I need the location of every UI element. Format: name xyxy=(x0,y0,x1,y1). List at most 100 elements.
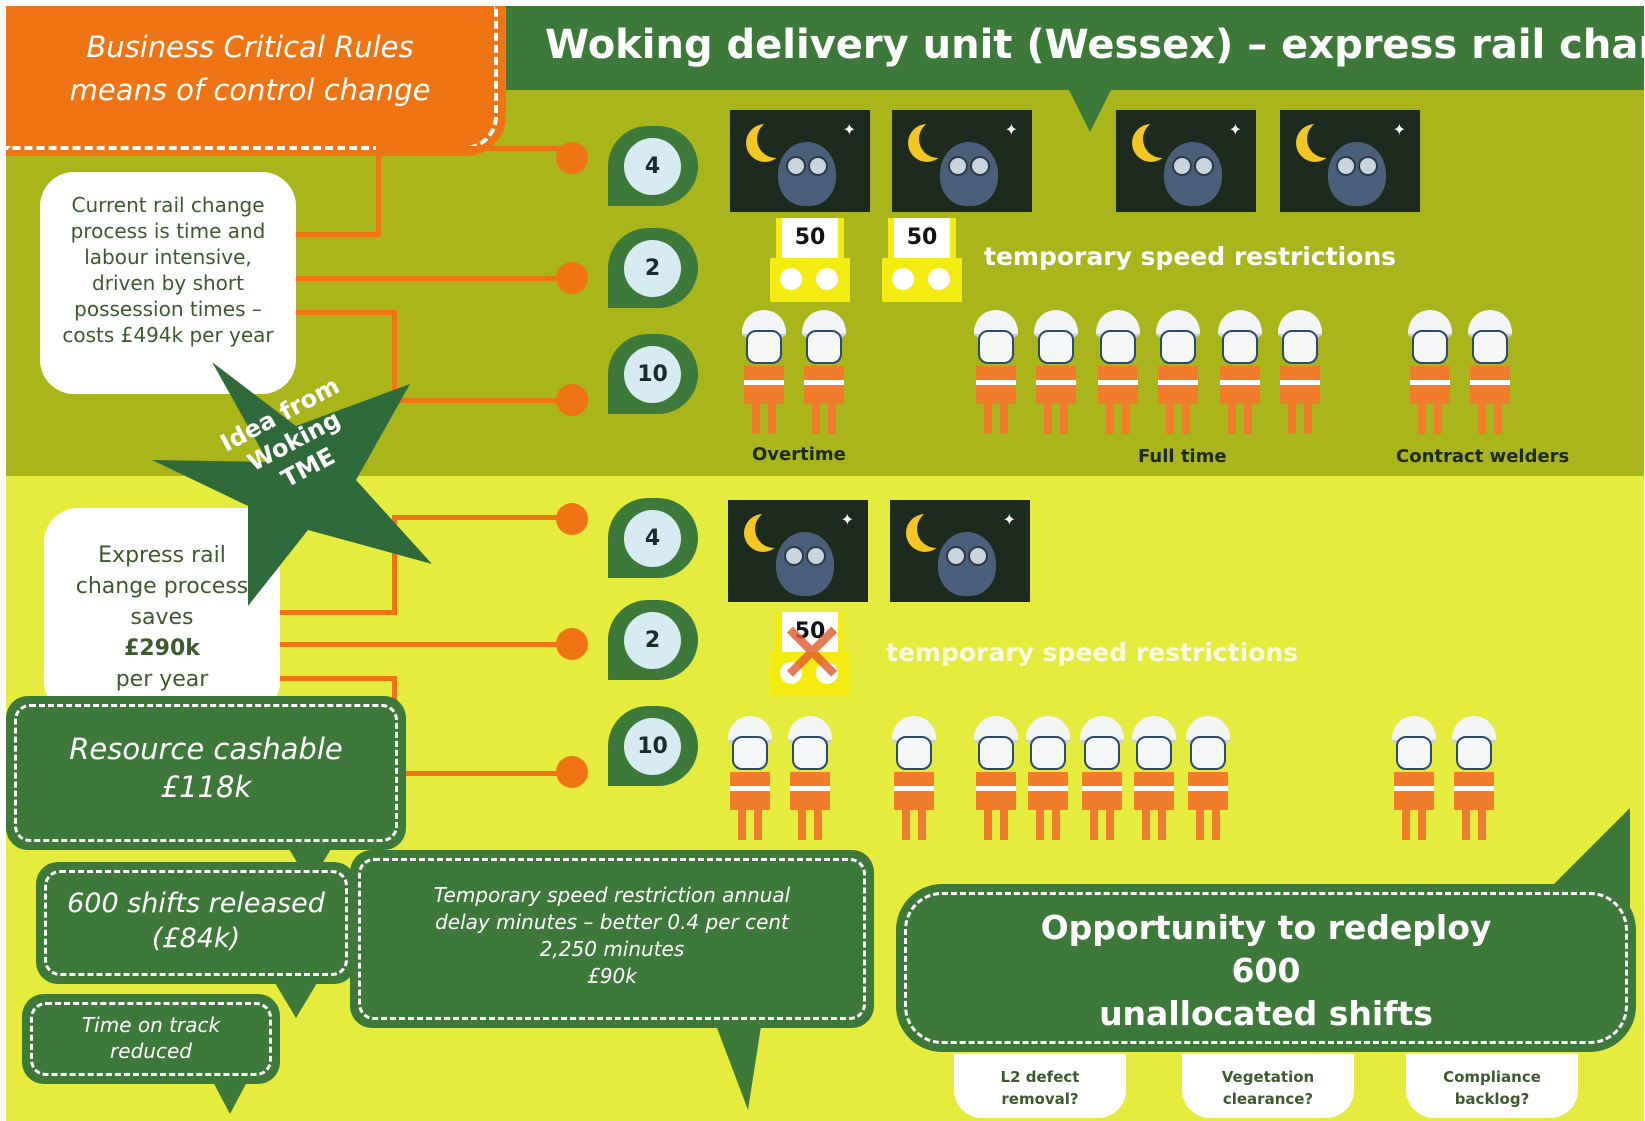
worker-icon xyxy=(782,716,838,840)
worker-icon xyxy=(1028,310,1084,434)
resource-cashable-line: £118k xyxy=(160,770,252,804)
connector-line xyxy=(392,310,397,402)
worker-icon xyxy=(1212,310,1268,434)
current-process-box: Current rail change process is time and … xyxy=(40,172,296,394)
connector-line xyxy=(376,146,381,236)
idea-star xyxy=(152,362,432,606)
worker-icon xyxy=(796,310,852,434)
connector-dot xyxy=(556,503,588,535)
staff-count-badge: 10 xyxy=(608,334,698,414)
speed-sign-value: 50 xyxy=(776,612,844,652)
worker-group-label-overtime: Overtime xyxy=(752,444,846,465)
option-line: backlog? xyxy=(1454,1090,1530,1108)
night-count-badge: 4 xyxy=(608,126,698,206)
night-owl-icon: ✦ xyxy=(1116,110,1256,212)
time-on-track-callout: Time on track reduced xyxy=(22,994,280,1084)
page-title: Woking delivery unit (Wessex) – express … xyxy=(545,22,1645,68)
worker-icon xyxy=(1090,310,1146,434)
speed-sign-value: 50 xyxy=(888,218,956,258)
express-line: saves xyxy=(130,605,194,630)
connector-line xyxy=(296,276,572,281)
connector-dot xyxy=(556,756,588,788)
current-process-text: Current rail change process is time and … xyxy=(62,193,274,347)
connector-line xyxy=(392,398,572,403)
worker-icon xyxy=(1074,716,1130,840)
night-count: 4 xyxy=(624,510,681,567)
connector-dot xyxy=(556,628,588,660)
tsr-label: temporary speed restrictions xyxy=(886,638,1299,667)
tsr-count: 2 xyxy=(624,612,681,669)
worker-icon xyxy=(722,716,778,840)
tsr-label: temporary speed restrictions xyxy=(984,242,1397,271)
rules-banner xyxy=(6,6,506,156)
worker-icon xyxy=(1462,310,1518,434)
worker-icon xyxy=(968,716,1024,840)
callout-tail xyxy=(272,978,320,1018)
night-owl-icon: ✦ xyxy=(892,110,1032,212)
option-l2-defect: L2 defect removal? xyxy=(954,1054,1126,1118)
opportunity-line: 600 xyxy=(1231,951,1301,990)
tsr-delay-line: 2,250 minutes xyxy=(539,937,685,961)
tsr-delay-line: Temporary speed restriction annual xyxy=(433,883,791,907)
option-line: Vegetation xyxy=(1221,1068,1315,1086)
resource-cashable-line: Resource cashable xyxy=(69,732,343,766)
opportunity-callout: Opportunity to redeploy 600 unallocated … xyxy=(896,884,1636,1052)
callout-tail xyxy=(714,1020,762,1110)
callout-tail xyxy=(212,1080,248,1114)
connector-dot xyxy=(556,262,588,294)
night-owl-icon: ✦ xyxy=(1280,110,1420,212)
night-count: 4 xyxy=(624,138,681,195)
connector-line xyxy=(296,310,396,315)
option-compliance: Compliance backlog? xyxy=(1406,1054,1578,1118)
worker-icon xyxy=(736,310,792,434)
tsr-delay-callout: Temporary speed restriction annual delay… xyxy=(350,850,874,1028)
shifts-released-line: 600 shifts released xyxy=(67,888,325,919)
staff-count: 10 xyxy=(624,346,681,403)
worker-icon xyxy=(1126,716,1182,840)
option-line: removal? xyxy=(1001,1090,1079,1108)
title-bar xyxy=(505,6,1644,90)
option-vegetation: Vegetation clearance? xyxy=(1182,1054,1354,1118)
night-owl-icon: ✦ xyxy=(890,500,1030,602)
opportunity-line: unallocated shifts xyxy=(1099,994,1433,1033)
worker-icon xyxy=(1446,716,1502,840)
worker-icon xyxy=(1272,310,1328,434)
time-on-track-line: reduced xyxy=(110,1039,192,1063)
option-line: clearance? xyxy=(1222,1090,1314,1108)
connector-dot xyxy=(556,384,588,416)
tsr-delay-line: delay minutes – better 0.4 per cent xyxy=(435,910,789,934)
rules-banner-line: means of control change xyxy=(69,73,431,107)
tsr-count-badge: 2 xyxy=(608,228,698,308)
speed-restriction-sign-icon: 50 xyxy=(770,218,850,302)
night-owl-icon: ✦ xyxy=(730,110,870,212)
connector-line xyxy=(296,232,380,237)
option-line: L2 defect xyxy=(1000,1068,1080,1086)
staff-count: 10 xyxy=(624,718,681,775)
rules-banner-line: Business Critical Rules xyxy=(86,30,414,64)
connector-dot xyxy=(556,142,588,174)
removed-x-icon: ✕ xyxy=(776,604,849,704)
connector-line xyxy=(376,146,572,151)
resource-cashable-callout: Resource cashable £118k xyxy=(6,696,406,850)
tsr-delay-line: £90k xyxy=(587,964,637,988)
worker-icon xyxy=(886,716,942,840)
connector-line xyxy=(272,676,396,681)
tsr-count: 2 xyxy=(624,240,681,297)
worker-icon xyxy=(1180,716,1236,840)
express-per-year: per year xyxy=(115,667,209,692)
title-notch xyxy=(1068,88,1112,132)
worker-icon xyxy=(1402,310,1458,434)
express-savings-amount: £290k xyxy=(124,636,200,661)
connector-line xyxy=(392,771,572,776)
night-count-badge: 4 xyxy=(608,498,698,578)
worker-icon xyxy=(968,310,1024,434)
option-line: Compliance xyxy=(1443,1068,1541,1086)
connector-line xyxy=(392,515,397,615)
worker-group-label-full-time: Full time xyxy=(1138,446,1227,467)
express-line: Express rail xyxy=(98,543,226,568)
rules-banner-text: Business Critical Rules means of control… xyxy=(40,26,460,112)
connector-line xyxy=(272,610,396,615)
worker-group-label-contract-welders: Contract welders xyxy=(1396,446,1570,467)
worker-icon xyxy=(1020,716,1076,840)
speed-restriction-sign-icon: 50 xyxy=(770,612,850,696)
